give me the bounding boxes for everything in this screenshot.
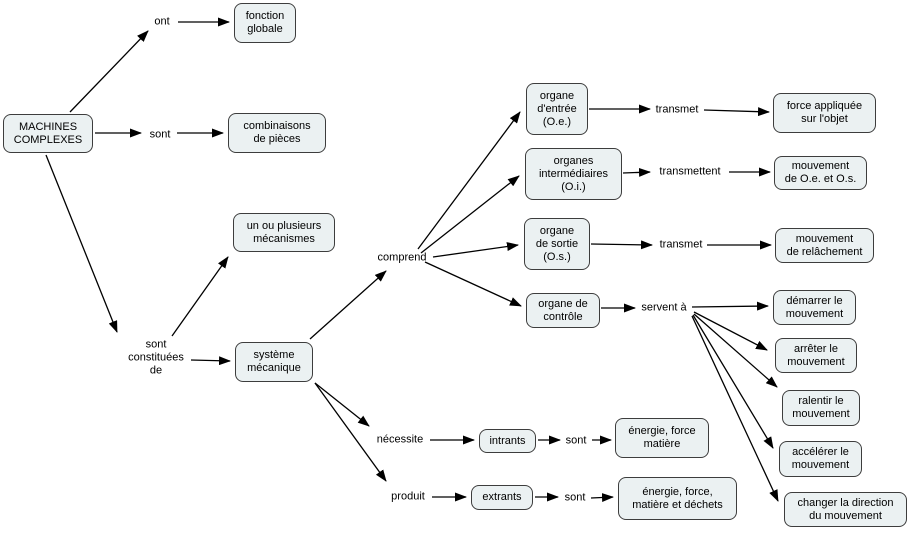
link-label-transmet-2[interactable]: transmet <box>659 238 703 251</box>
node-fonction-globale[interactable]: fonction globale <box>234 3 296 43</box>
link-label-transmettent[interactable]: transmettent <box>659 165 721 178</box>
connector-line <box>190 356 231 366</box>
link-label-ont[interactable]: ont <box>154 15 170 28</box>
node-changer-direction[interactable]: changer la direction du mouvement <box>784 492 907 527</box>
connector-line <box>693 311 768 351</box>
link-label-transmet-1[interactable]: transmet <box>655 103 699 116</box>
node-arreter-mouvement[interactable]: arrêter le mouvement <box>775 338 857 373</box>
connector-line <box>432 242 519 258</box>
node-organe-controle[interactable]: organe de contrôle <box>526 293 600 328</box>
connector-line <box>703 107 770 117</box>
node-mouvement-oe-os[interactable]: mouvement de O.e. et O.s. <box>774 156 867 190</box>
link-label-sont-1[interactable]: sont <box>149 128 171 141</box>
node-organe-entree[interactable]: organe d'entrée (O.e.) <box>526 83 588 135</box>
connector-line <box>420 175 520 254</box>
connector-line <box>45 154 118 333</box>
connector-line <box>171 256 229 337</box>
link-label-sont-2[interactable]: sont <box>565 434 587 447</box>
connector-line <box>424 261 522 307</box>
connector-line <box>314 382 387 482</box>
link-label-sont-constituees-de[interactable]: sont constituées de <box>128 338 184 377</box>
link-label-produit[interactable]: produit <box>391 490 425 503</box>
connector-line <box>417 111 521 250</box>
node-un-ou-plusieurs-mecanismes[interactable]: un ou plusieurs mécanismes <box>233 213 335 252</box>
node-machines-complexes[interactable]: MACHINES COMPLEXES <box>3 114 93 153</box>
connector-line <box>691 315 779 502</box>
node-extrants[interactable]: extrants <box>471 485 533 510</box>
link-label-servent-a[interactable]: servent à <box>641 301 687 314</box>
connector-line <box>693 313 778 388</box>
connector-line <box>314 382 370 427</box>
connector-line <box>69 30 149 113</box>
connector-line <box>590 493 614 502</box>
link-label-necessite[interactable]: nécessite <box>376 433 424 446</box>
node-force-appliquee[interactable]: force appliquée sur l'objet <box>773 93 876 133</box>
node-combinaisons-de-pieces[interactable]: combinaisons de pièces <box>228 113 326 153</box>
node-organes-intermediaires[interactable]: organes intermédiaires (O.i.) <box>525 148 622 200</box>
node-accelerer-mouvement[interactable]: accélérer le mouvement <box>779 441 862 477</box>
connector-line <box>590 240 653 250</box>
node-energie-force-matiere[interactable]: énergie, force matière <box>615 418 709 458</box>
connector-line <box>309 270 387 340</box>
node-organe-sortie[interactable]: organe de sortie (O.s.) <box>524 218 590 270</box>
node-systeme-mecanique[interactable]: système mécanique <box>235 342 313 382</box>
node-demarrer-mouvement[interactable]: démarrer le mouvement <box>773 290 856 325</box>
link-label-comprend[interactable]: comprend <box>377 251 427 264</box>
node-intrants[interactable]: intrants <box>479 429 536 453</box>
node-energie-force-matiere-dechets[interactable]: énergie, force, matière et déchets <box>618 477 737 520</box>
node-mouvement-relachement[interactable]: mouvement de relâchement <box>775 228 874 263</box>
connector-line <box>691 301 769 311</box>
node-ralentir-mouvement[interactable]: ralentir le mouvement <box>782 390 860 426</box>
connector-line <box>622 167 651 177</box>
link-label-sont-3[interactable]: sont <box>564 491 586 504</box>
